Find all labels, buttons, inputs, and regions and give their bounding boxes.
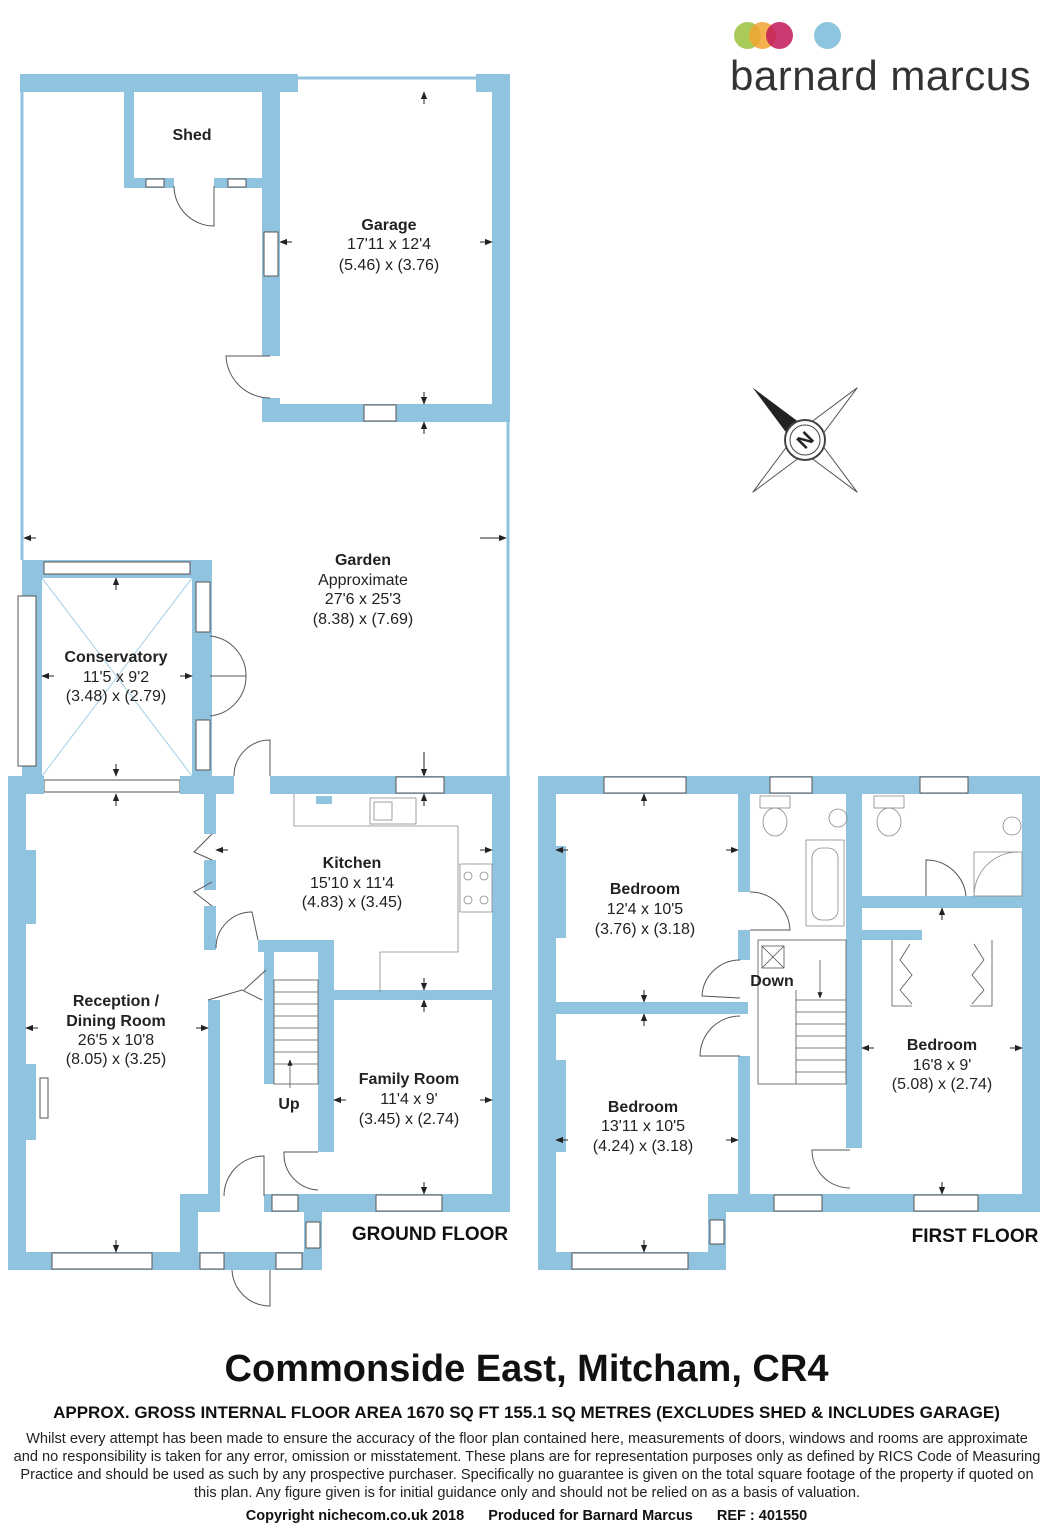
reception-name-line2: Dining Room bbox=[66, 1013, 166, 1030]
conservatory-metric: (3.48) x (2.79) bbox=[66, 688, 166, 705]
conservatory-doors bbox=[209, 635, 247, 717]
brand-logo: barnard marcus bbox=[730, 20, 1035, 100]
shed-windows bbox=[145, 178, 247, 188]
first-floor-windows bbox=[571, 776, 979, 1270]
floor-plan: N Shed Garage 17'11 x 12'4 (5.46) x (3.7… bbox=[8, 74, 1040, 1307]
bathroom-fittings bbox=[759, 795, 1023, 927]
stairs-down-label: Down bbox=[750, 973, 794, 990]
bedroom1-imperial: 12'4 x 10'5 bbox=[607, 901, 683, 918]
ground-floor-walls bbox=[8, 776, 510, 1270]
garage-walls bbox=[20, 74, 510, 422]
bedroom2-imperial: 13'11 x 10'5 bbox=[601, 1118, 685, 1135]
bedroom3-imperial: 16'8 x 9' bbox=[913, 1057, 972, 1074]
bedroom1-metric: (3.76) x (3.18) bbox=[595, 921, 695, 938]
kitchen-imperial: 15'10 x 11'4 bbox=[310, 875, 394, 892]
kitchen-name: Kitchen bbox=[323, 855, 382, 872]
brand-dot-blue bbox=[814, 22, 841, 49]
garage-door bbox=[225, 355, 271, 399]
garage-windows bbox=[263, 231, 397, 422]
reception-metric: (8.05) x (3.25) bbox=[66, 1051, 166, 1068]
family-room-metric: (3.45) x (2.74) bbox=[359, 1111, 459, 1128]
family-room-name: Family Room bbox=[359, 1071, 459, 1088]
kitchen-units bbox=[293, 794, 493, 992]
conservatory-name: Conservatory bbox=[64, 649, 167, 666]
garden-note: Approximate bbox=[318, 572, 408, 589]
garage-name: Garage bbox=[361, 217, 416, 234]
property-address: Commonside East, Mitcham, CR4 bbox=[224, 1348, 829, 1390]
footer-copyright: Copyright nichecom.co.uk 2018 bbox=[245, 1508, 465, 1524]
stairs-down bbox=[757, 939, 847, 1085]
shed-label: Shed bbox=[172, 127, 211, 144]
brand-name: barnard marcus bbox=[730, 52, 1032, 99]
stairs-up bbox=[273, 979, 319, 1088]
ground-floor-doors bbox=[193, 739, 319, 1307]
garage-metric: (5.46) x (3.76) bbox=[339, 257, 439, 274]
bedroom2-metric: (4.24) x (3.18) bbox=[593, 1138, 693, 1155]
conservatory-windows bbox=[17, 561, 211, 793]
dimension-arrows bbox=[23, 91, 1023, 1253]
ground-floor-label: GROUND FLOOR bbox=[352, 1224, 508, 1245]
footer-produced: Produced for Barnard Marcus bbox=[488, 1508, 693, 1524]
disclaimer-text: Whilst every attempt has been made to en… bbox=[13, 1431, 1041, 1501]
floor-area-summary: APPROX. GROSS INTERNAL FLOOR AREA 1670 S… bbox=[53, 1403, 1000, 1422]
stairs-up-label: Up bbox=[278, 1096, 300, 1113]
conservatory-roof-lines bbox=[41, 577, 193, 777]
first-floor-doors bbox=[699, 859, 967, 1189]
shed-door bbox=[173, 185, 215, 227]
bedroom3-metric: (5.08) x (2.74) bbox=[892, 1076, 992, 1093]
first-floor-label: FIRST FLOOR bbox=[912, 1226, 1039, 1247]
garage-imperial: 17'11 x 12'4 bbox=[347, 236, 431, 253]
garden-name: Garden bbox=[335, 552, 391, 569]
wardrobe-doors bbox=[891, 940, 993, 1007]
brand-dot-magenta bbox=[766, 22, 793, 49]
reception-name-line1: Reception / bbox=[73, 993, 160, 1010]
ground-floor-windows bbox=[39, 776, 445, 1270]
bedroom1-name: Bedroom bbox=[610, 881, 680, 898]
compass-rose: N bbox=[752, 387, 858, 493]
reception-imperial: 26'5 x 10'8 bbox=[78, 1032, 154, 1049]
conservatory-imperial: 11'5 x 9'2 bbox=[83, 669, 149, 686]
footer-ref: REF : 401550 bbox=[716, 1508, 808, 1524]
footer: Copyright nichecom.co.uk 2018 Produced f… bbox=[0, 1508, 1053, 1524]
bedroom2-name: Bedroom bbox=[608, 1099, 678, 1116]
bedroom3-name: Bedroom bbox=[907, 1037, 977, 1054]
garden-imperial: 27'6 x 25'3 bbox=[325, 591, 401, 608]
kitchen-metric: (4.83) x (3.45) bbox=[302, 894, 402, 911]
garden-metric: (8.38) x (7.69) bbox=[313, 611, 413, 628]
family-room-imperial: 11'4 x 9' bbox=[380, 1091, 437, 1108]
